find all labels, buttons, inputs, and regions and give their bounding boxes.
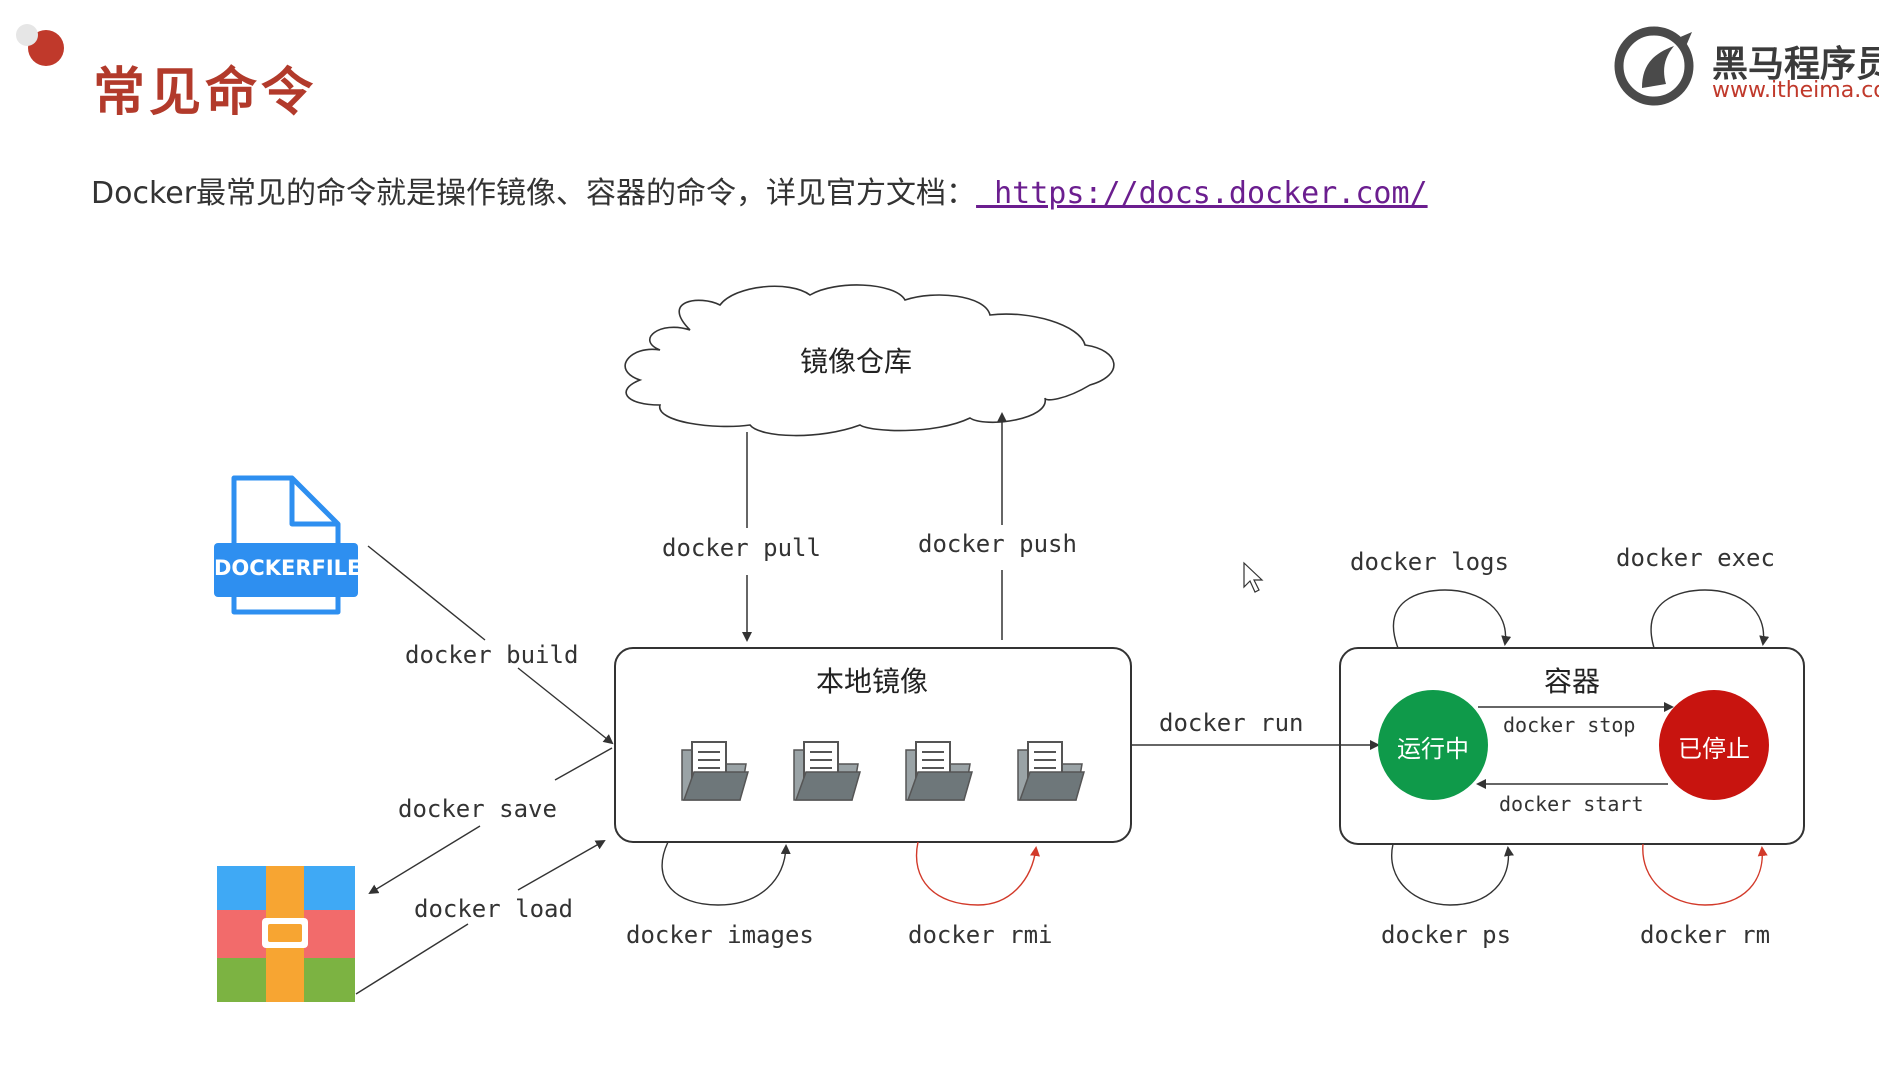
save-arrow-top (554, 747, 613, 781)
build-arrow-top (367, 545, 486, 641)
docker-pull-label: docker pull (662, 534, 821, 562)
docker-logs-label: docker logs (1350, 548, 1509, 576)
registry-label: 镜像仓库 (800, 345, 913, 378)
docker-run-label: docker run (1159, 709, 1304, 737)
mouse-cursor-icon (1243, 561, 1264, 593)
intro-text: Docker最常见的命令就是操作镜像、容器的命令，详见官方文档： (91, 176, 977, 211)
docker-rmi-label: docker rmi (908, 921, 1053, 949)
container-title: 容器 (1544, 665, 1601, 698)
docker-build-label: docker build (405, 641, 579, 669)
rmi-loop-arrow (915, 841, 1040, 906)
load-arrow (517, 840, 606, 891)
exec-loop-arrow (1650, 589, 1770, 649)
brand-url: www.itheima.com (1712, 78, 1879, 103)
intro-paragraph: Docker最常见的命令就是操作镜像、容器的命令，详见官方文档： https:/… (91, 168, 1428, 212)
docker-save-label: docker save (398, 795, 557, 823)
page-title: 常见命令 (93, 63, 318, 123)
running-state-circle (1378, 690, 1488, 800)
image-file-icon (905, 741, 973, 801)
registry-cloud (624, 284, 1115, 437)
image-file-icon (793, 741, 861, 801)
local-images-title: 本地镜像 (816, 665, 929, 698)
brand-logo-icon (1612, 26, 1700, 106)
docker-images-label: docker images (626, 921, 814, 949)
docker-ps-label: docker ps (1381, 921, 1512, 949)
stopped-state-circle (1659, 690, 1769, 800)
dockerfile-icon (214, 475, 358, 615)
logs-loop-arrow (1392, 589, 1512, 649)
image-file-icon (1017, 741, 1085, 801)
build-arrow (517, 667, 614, 745)
save-arrow (368, 825, 481, 895)
docker-stop-label: docker stop (1503, 713, 1636, 737)
brand-name: 黑马程序员 (1712, 44, 1879, 85)
slide-bullet-dot-shadow (16, 24, 38, 46)
load-arrow-bottom (355, 923, 469, 995)
ps-loop-arrow (1391, 843, 1514, 906)
rm-loop-arrow (1642, 843, 1768, 906)
docker-start-label: docker start (1499, 792, 1644, 816)
image-file-icon (681, 741, 749, 801)
archive-icon (217, 866, 355, 1002)
images-loop-arrow (661, 841, 791, 906)
docker-exec-label: docker exec (1616, 544, 1775, 572)
docs-link[interactable]: https://docs.docker.com/ (976, 176, 1428, 211)
running-state-label: 运行中 (1397, 735, 1469, 763)
docker-load-label: docker load (414, 895, 573, 923)
stopped-state-label: 已停止 (1678, 735, 1750, 763)
docker-rm-label: docker rm (1640, 921, 1771, 949)
docker-push-label: docker push (918, 530, 1077, 558)
dockerfile-label: DOCKERFILE (214, 556, 362, 580)
